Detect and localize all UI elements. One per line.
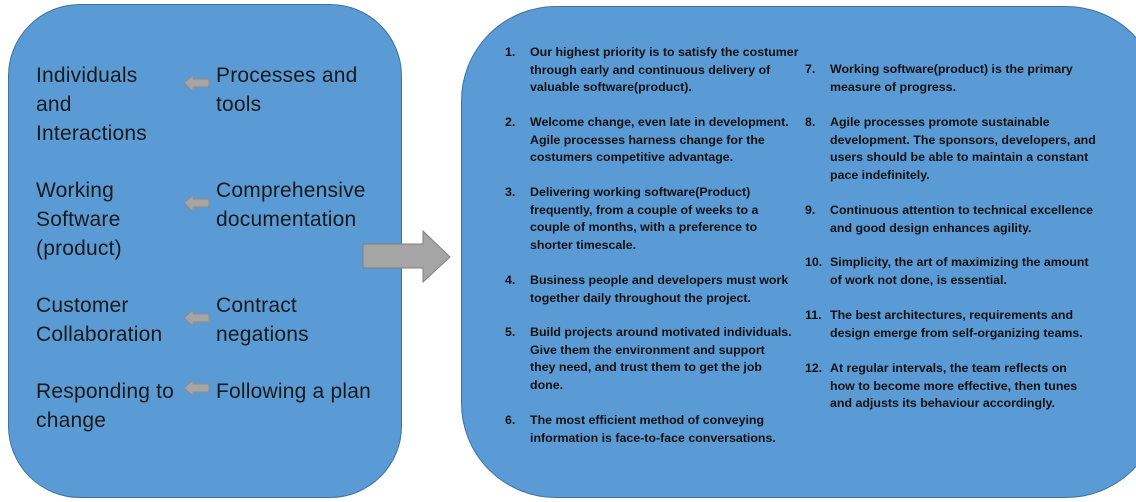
principle-text: At regular intervals, the team reflects … [830, 361, 1078, 411]
principle-number: 10. [805, 255, 823, 269]
principle-number: 6. [505, 413, 516, 427]
left-arrow-icon [184, 195, 210, 211]
principle-number: 5. [505, 325, 516, 339]
principle-number: 4. [505, 273, 516, 287]
principle-text: Delivering working software(Product) fre… [530, 185, 759, 252]
principle-text: Working software(product) is the primary… [830, 62, 1073, 94]
value-preferred: Responding to change [36, 380, 175, 432]
left-arrow-icon [184, 75, 210, 91]
principle-text: Continuous attention to technical excell… [830, 203, 1093, 235]
principle-number: 1. [505, 45, 516, 59]
value-preferred: Customer Collaboration [36, 294, 163, 346]
left-arrow-icon [184, 310, 210, 326]
value-over: Processes and tools [216, 64, 358, 116]
principle-text: Business people and developers must work… [530, 273, 789, 305]
principle-number: 8. [805, 115, 816, 129]
value-over: Following a plan [216, 380, 371, 403]
value-preferred: Working Software (product) [36, 179, 122, 260]
principle-number: 9. [805, 203, 816, 217]
right-block-arrow-icon [362, 230, 451, 284]
value-over: Comprehensive documentation [216, 179, 366, 231]
principle-number: 2. [505, 115, 516, 129]
principle-number: 3. [505, 185, 516, 199]
agile-principles-box: 1. Our highest priority is to satisfy th… [461, 6, 1136, 498]
value-over: Contract negations [216, 294, 309, 346]
agile-values-box: Individuals and Interactions Processes a… [8, 4, 402, 498]
principle-number: 12. [805, 361, 823, 375]
value-preferred: Individuals and Interactions [36, 64, 147, 145]
principle-text: Build projects around motivated individu… [530, 325, 792, 392]
principle-number: 11. [805, 308, 822, 322]
principle-text: Agile processes promote sustainable deve… [830, 115, 1096, 182]
principle-text: The most efficient method of conveying i… [530, 413, 776, 445]
principle-number: 7. [805, 62, 816, 76]
principle-text: Our highest priority is to satisfy the c… [530, 45, 799, 95]
principle-text: Welcome change, even late in development… [530, 115, 789, 165]
principle-text: Simplicity, the art of maximizing the am… [830, 255, 1089, 287]
principle-text: The best architectures, requirements and… [830, 308, 1083, 340]
left-arrow-icon [184, 380, 210, 396]
